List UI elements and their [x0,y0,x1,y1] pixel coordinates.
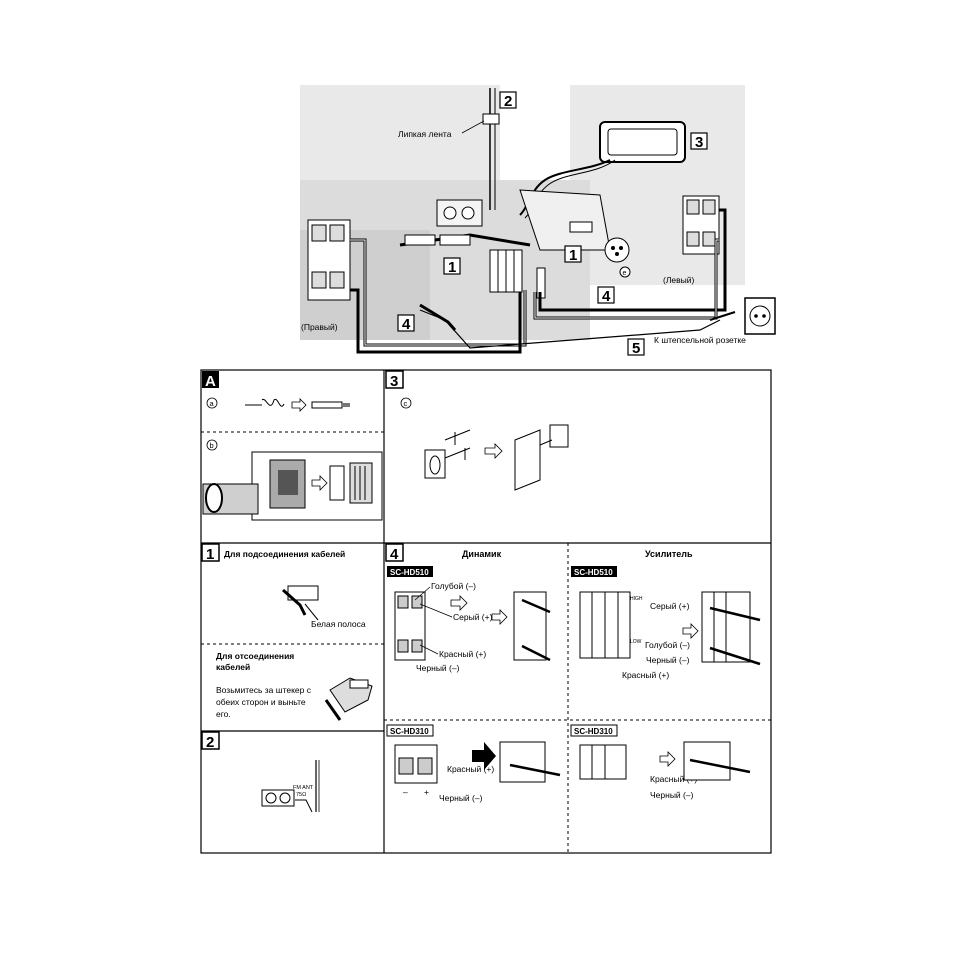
label-white-stripe: Белая полоса [311,619,366,629]
speaker-title: Динамик [462,549,502,559]
fm-ant-label: FM ANT [293,785,314,791]
panel-a-letter: A [205,373,216,390]
svg-text:Голубой (–): Голубой (–) [645,640,690,650]
panel-1-title-disconnect-1: Для отсоединения [216,651,294,661]
instr-line-3: его. [216,709,231,719]
panel-2-number: 2 [206,734,214,751]
svg-text:Голубой (–): Голубой (–) [431,581,476,591]
callout-2 [499,91,517,109]
callout-3 [690,132,708,150]
sub-a: a [210,399,215,408]
speaker-model-310: SC-HD310 [390,727,429,736]
svg-text:1: 1 [448,259,456,276]
callout-1-right [564,245,582,263]
amplifier-title: Усилитель [645,549,693,559]
svg-text:4: 4 [602,288,611,305]
svg-text:Черный (–): Черный (–) [439,793,483,803]
svg-text:–: – [403,787,408,797]
connection-diagram: Липкая лента 2 3 1 1 e [300,85,776,357]
svg-text:Красный (+): Красный (+) [650,774,697,784]
amp-model-310: SC-HD310 [574,727,613,736]
panel-1-number: 1 [206,546,214,563]
svg-text:+: + [424,787,429,797]
sub-c: c [404,399,408,408]
svg-text:5: 5 [632,340,640,357]
svg-text:e: e [623,270,627,277]
svg-text:Красный (+): Красный (+) [447,764,494,774]
svg-text:1: 1 [569,247,577,264]
panel-3-number: 3 [390,373,398,390]
svg-text:HIGH: HIGH [630,596,643,602]
instr-line-2: обеих сторон и выньте [216,697,306,707]
wall-background-left [300,85,500,180]
svg-text:Черный (–): Черный (–) [646,655,690,665]
ohm-label: 75Ω [296,792,306,798]
panel-3: 3 c [385,370,569,491]
panel-4-number: 4 [390,546,399,563]
adhesive-tape [482,113,500,125]
svg-text:Черный (–): Черный (–) [650,790,694,800]
callout-4-right [597,286,615,304]
label-outlet: К штепсельной розетке [654,335,746,345]
callout-5 [627,338,645,356]
panel-a: A a b [202,371,383,521]
panel-4: 4 Динамик Усилитель SC-HD510 Голубой (–)… [385,543,761,803]
svg-text:Красный (+): Красный (+) [622,670,669,680]
callout-1-left [443,257,461,275]
callout-4-left [397,314,415,332]
panel-1: 1 Для подсоединения кабелей Белая полоса… [201,543,373,721]
label-tape: Липкая лента [398,129,452,139]
svg-text:3: 3 [695,134,703,151]
round-connector [604,237,630,263]
svg-text:LOW: LOW [630,639,642,645]
svg-text:Серый (+): Серый (+) [650,601,690,611]
amp-model-510: SC-HD510 [574,568,613,577]
arrow-big [472,742,496,770]
speaker-model-510: SC-HD510 [390,568,429,577]
svg-text:4: 4 [402,316,411,333]
amp-310-terminals [579,744,627,780]
instr-line-1: Возьмитесь за штекер с [216,685,312,695]
panel-1-title-disconnect-2: кабелей [216,662,250,672]
wall-background-right [570,85,745,285]
label-right-speaker: (Правый) [301,322,338,332]
svg-text:Черный (–): Черный (–) [416,663,460,673]
sub-b: b [210,441,214,450]
panel-2: 2 FM ANT 75Ω [201,731,320,813]
svg-text:Серый (+): Серый (+) [453,612,493,622]
panel-1-title-connect: Для подсоединения кабелей [224,549,345,559]
am-loop-antenna [599,121,686,163]
svg-text:Красный (+): Красный (+) [439,649,486,659]
panel-frame [200,369,772,854]
svg-text:2: 2 [504,93,512,110]
label-left-speaker: (Левый) [663,275,695,285]
